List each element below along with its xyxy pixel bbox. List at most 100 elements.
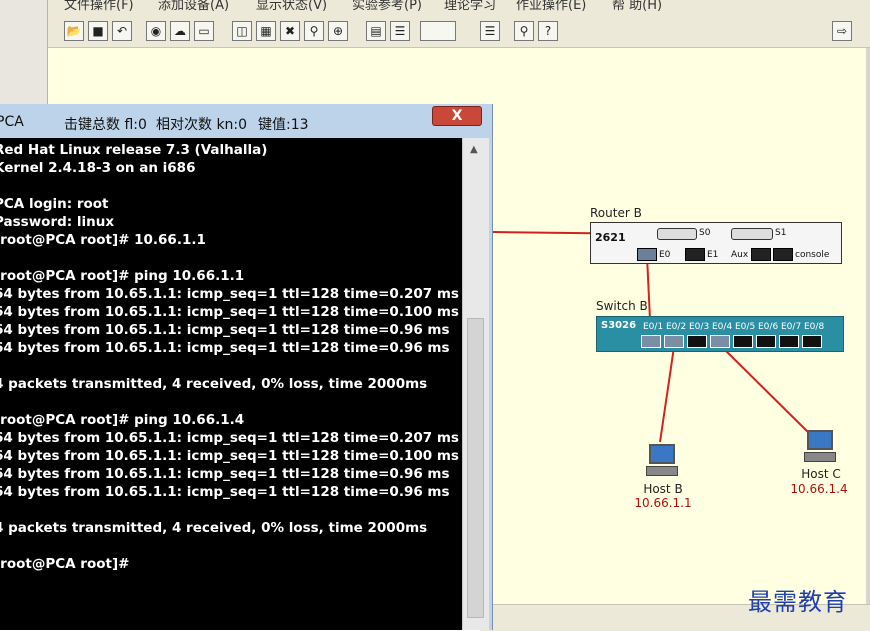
horizontal-scrollbar[interactable] [480, 604, 870, 631]
switch-port-e0-6[interactable] [756, 335, 776, 348]
serial-port-s0[interactable] [657, 228, 697, 240]
switch-port-label: E0/7 [781, 322, 802, 332]
left-panel-strip [0, 0, 48, 105]
vertical-scrollbar[interactable]: ▲ [462, 138, 489, 630]
menu-homework[interactable]: 作业操作(E) [516, 0, 587, 13]
blank-button[interactable] [420, 21, 456, 41]
host-b-computer-icon[interactable] [646, 444, 678, 478]
scroll-up-icon[interactable]: ▲ [470, 144, 478, 155]
exit-icon[interactable]: ⇨ [832, 21, 852, 41]
terminal-line: 64 bytes from 10.65.1.1: icmp_seq=1 ttl=… [0, 466, 450, 482]
help-icon[interactable]: ? [538, 21, 558, 41]
host-c-computer-icon[interactable] [804, 430, 836, 464]
switch-b[interactable]: S3026 E0/1 E0/2 E0/3 E0/4 E0/5 E0/6 E0/7… [596, 316, 844, 352]
scroll-thumb[interactable] [467, 318, 484, 618]
host-c-name: Host C [801, 467, 841, 481]
terminal-output[interactable]: Red Hat Linux release 7.3 (Valhalla) Kern… [0, 138, 462, 630]
terminal-line: 4 packets transmitted, 4 received, 0% lo… [0, 520, 428, 536]
monitor-icon[interactable]: ▭ [194, 21, 214, 41]
window-title: PCA [0, 114, 24, 130]
menu-theory[interactable]: 理论学习 [444, 0, 497, 13]
switch-port-label: E0/8 [804, 322, 825, 332]
terminal-line: 64 bytes from 10.65.1.1: icmp_seq=1 ttl=… [0, 430, 459, 446]
zoom-out-icon[interactable]: ⚲ [304, 21, 324, 41]
link-switch-hostc [721, 346, 813, 437]
device-icon[interactable]: ◫ [232, 21, 252, 41]
key-value: 键值:13 [258, 117, 309, 133]
ethernet-port-e0[interactable] [637, 248, 657, 261]
host-b-base [646, 466, 678, 476]
open-folder-icon[interactable]: 📂 [64, 21, 84, 41]
menu-experiment[interactable]: 实验参考(P) [352, 0, 422, 13]
switch-port-label: E0/3 [689, 322, 710, 332]
terminal-line: [root@PCA root]# ping 10.66.1.1 [0, 268, 245, 284]
switch-port-e0-7[interactable] [779, 335, 799, 348]
canvas-right-edge [866, 48, 870, 604]
keystroke-total: 击键总数 fl:0 [64, 117, 147, 133]
save-icon[interactable]: ■ [88, 21, 108, 41]
pca-terminal-window[interactable]: PCA 击键总数 fl:0 相对次数 kn:0 键值:13 X Red Hat … [0, 104, 493, 630]
menu-file[interactable]: 文件操作(F) [64, 0, 134, 13]
host-c-ip: 10.66.1.4 [790, 482, 848, 496]
close-button[interactable]: X [432, 106, 482, 126]
terminal-line: Password: linux [0, 214, 115, 230]
console-port[interactable] [773, 248, 793, 261]
zoom-in-icon[interactable]: ⊕ [328, 21, 348, 41]
terminal-line: [root@PCA root]# ping 10.66.1.4 [0, 412, 245, 428]
port-label-e1: E1 [707, 250, 719, 260]
toolbar: 📂 ■ ↶ ◉ ☁ ▭ ◫ ▦ ✖ ⚲ ⊕ ▤ ☰ ☰ ⚲ ? ⇨ [48, 14, 870, 48]
link-switch-hostb [659, 346, 675, 443]
ch-icon[interactable]: ▦ [256, 21, 276, 41]
aux-port[interactable] [751, 248, 771, 261]
terminal-line: Kernel 2.4.18-3 on an i686 [0, 160, 196, 176]
router-b[interactable]: 2621 S0 S1 E0 E1 Aux console [590, 222, 842, 264]
terminal-line: [root@PCA root]# 10.66.1.1 [0, 232, 206, 248]
cloud-icon[interactable]: ☁ [170, 21, 190, 41]
switch-port-e0-8[interactable] [802, 335, 822, 348]
terminal-line: PCA login: root [0, 196, 109, 212]
port-label-e0: E0 [659, 250, 671, 260]
menu-help[interactable]: 帮 助(H) [612, 0, 663, 13]
host-c-base [804, 452, 836, 462]
page-icon[interactable]: ▤ [366, 21, 386, 41]
host-b-name: Host B [643, 482, 683, 496]
port-label-s0: S0 [699, 228, 711, 238]
host-b-ip: 10.66.1.1 [634, 496, 692, 510]
router-label: Router B [590, 206, 642, 220]
host-c-screen [807, 430, 833, 450]
port-label-s1: S1 [775, 228, 787, 238]
terminal-line: 64 bytes from 10.65.1.1: icmp_seq=1 ttl=… [0, 484, 450, 500]
switch-port-e0-1[interactable] [641, 335, 661, 348]
switch-port-e0-4[interactable] [710, 335, 730, 348]
key-icon[interactable]: ⚲ [514, 21, 534, 41]
window-titlebar[interactable]: PCA 击键总数 fl:0 相对次数 kn:0 键值:13 X [0, 104, 490, 138]
terminal-line: 4 packets transmitted, 4 received, 0% lo… [0, 376, 428, 392]
switch-port-e0-3[interactable] [687, 335, 707, 348]
serial-port-s1[interactable] [731, 228, 773, 240]
terminal-line: 64 bytes from 10.65.1.1: icmp_seq=1 ttl=… [0, 304, 459, 320]
list-icon[interactable]: ☰ [480, 21, 500, 41]
terminal-line: Red Hat Linux release 7.3 (Valhalla) [0, 142, 268, 158]
switch-model: S3026 [601, 320, 637, 331]
menu-add-device[interactable]: 添加设备(A) [158, 0, 230, 13]
switch-port-e0-5[interactable] [733, 335, 753, 348]
port-label-aux: Aux [731, 250, 749, 260]
report-icon[interactable]: ☰ [390, 21, 410, 41]
terminal-line: 64 bytes from 10.65.1.1: icmp_seq=1 ttl=… [0, 340, 450, 356]
terminal-line: 64 bytes from 10.65.1.1: icmp_seq=1 ttl=… [0, 286, 459, 302]
watermark: 最需教育 [748, 588, 848, 616]
keystroke-relative: 相对次数 kn:0 [156, 117, 248, 133]
terminal-line: 64 bytes from 10.65.1.1: icmp_seq=1 ttl=… [0, 322, 450, 338]
router-model: 2621 [595, 231, 626, 244]
ethernet-port-e1[interactable] [685, 248, 705, 261]
undo-icon[interactable]: ↶ [112, 21, 132, 41]
switch-label: Switch B [596, 299, 648, 313]
menu-view-status[interactable]: 显示状态(V) [256, 0, 328, 13]
switch-port-e0-2[interactable] [664, 335, 684, 348]
delete-icon[interactable]: ✖ [280, 21, 300, 41]
port-label-console: console [795, 250, 830, 260]
switch-port-label: E0/1 [643, 322, 664, 332]
switch-port-label: E0/6 [758, 322, 779, 332]
network-icon[interactable]: ◉ [146, 21, 166, 41]
menu-bar: 文件操作(F) 添加设备(A) 显示状态(V) 实验参考(P) 理论学习 作业操… [48, 0, 870, 14]
